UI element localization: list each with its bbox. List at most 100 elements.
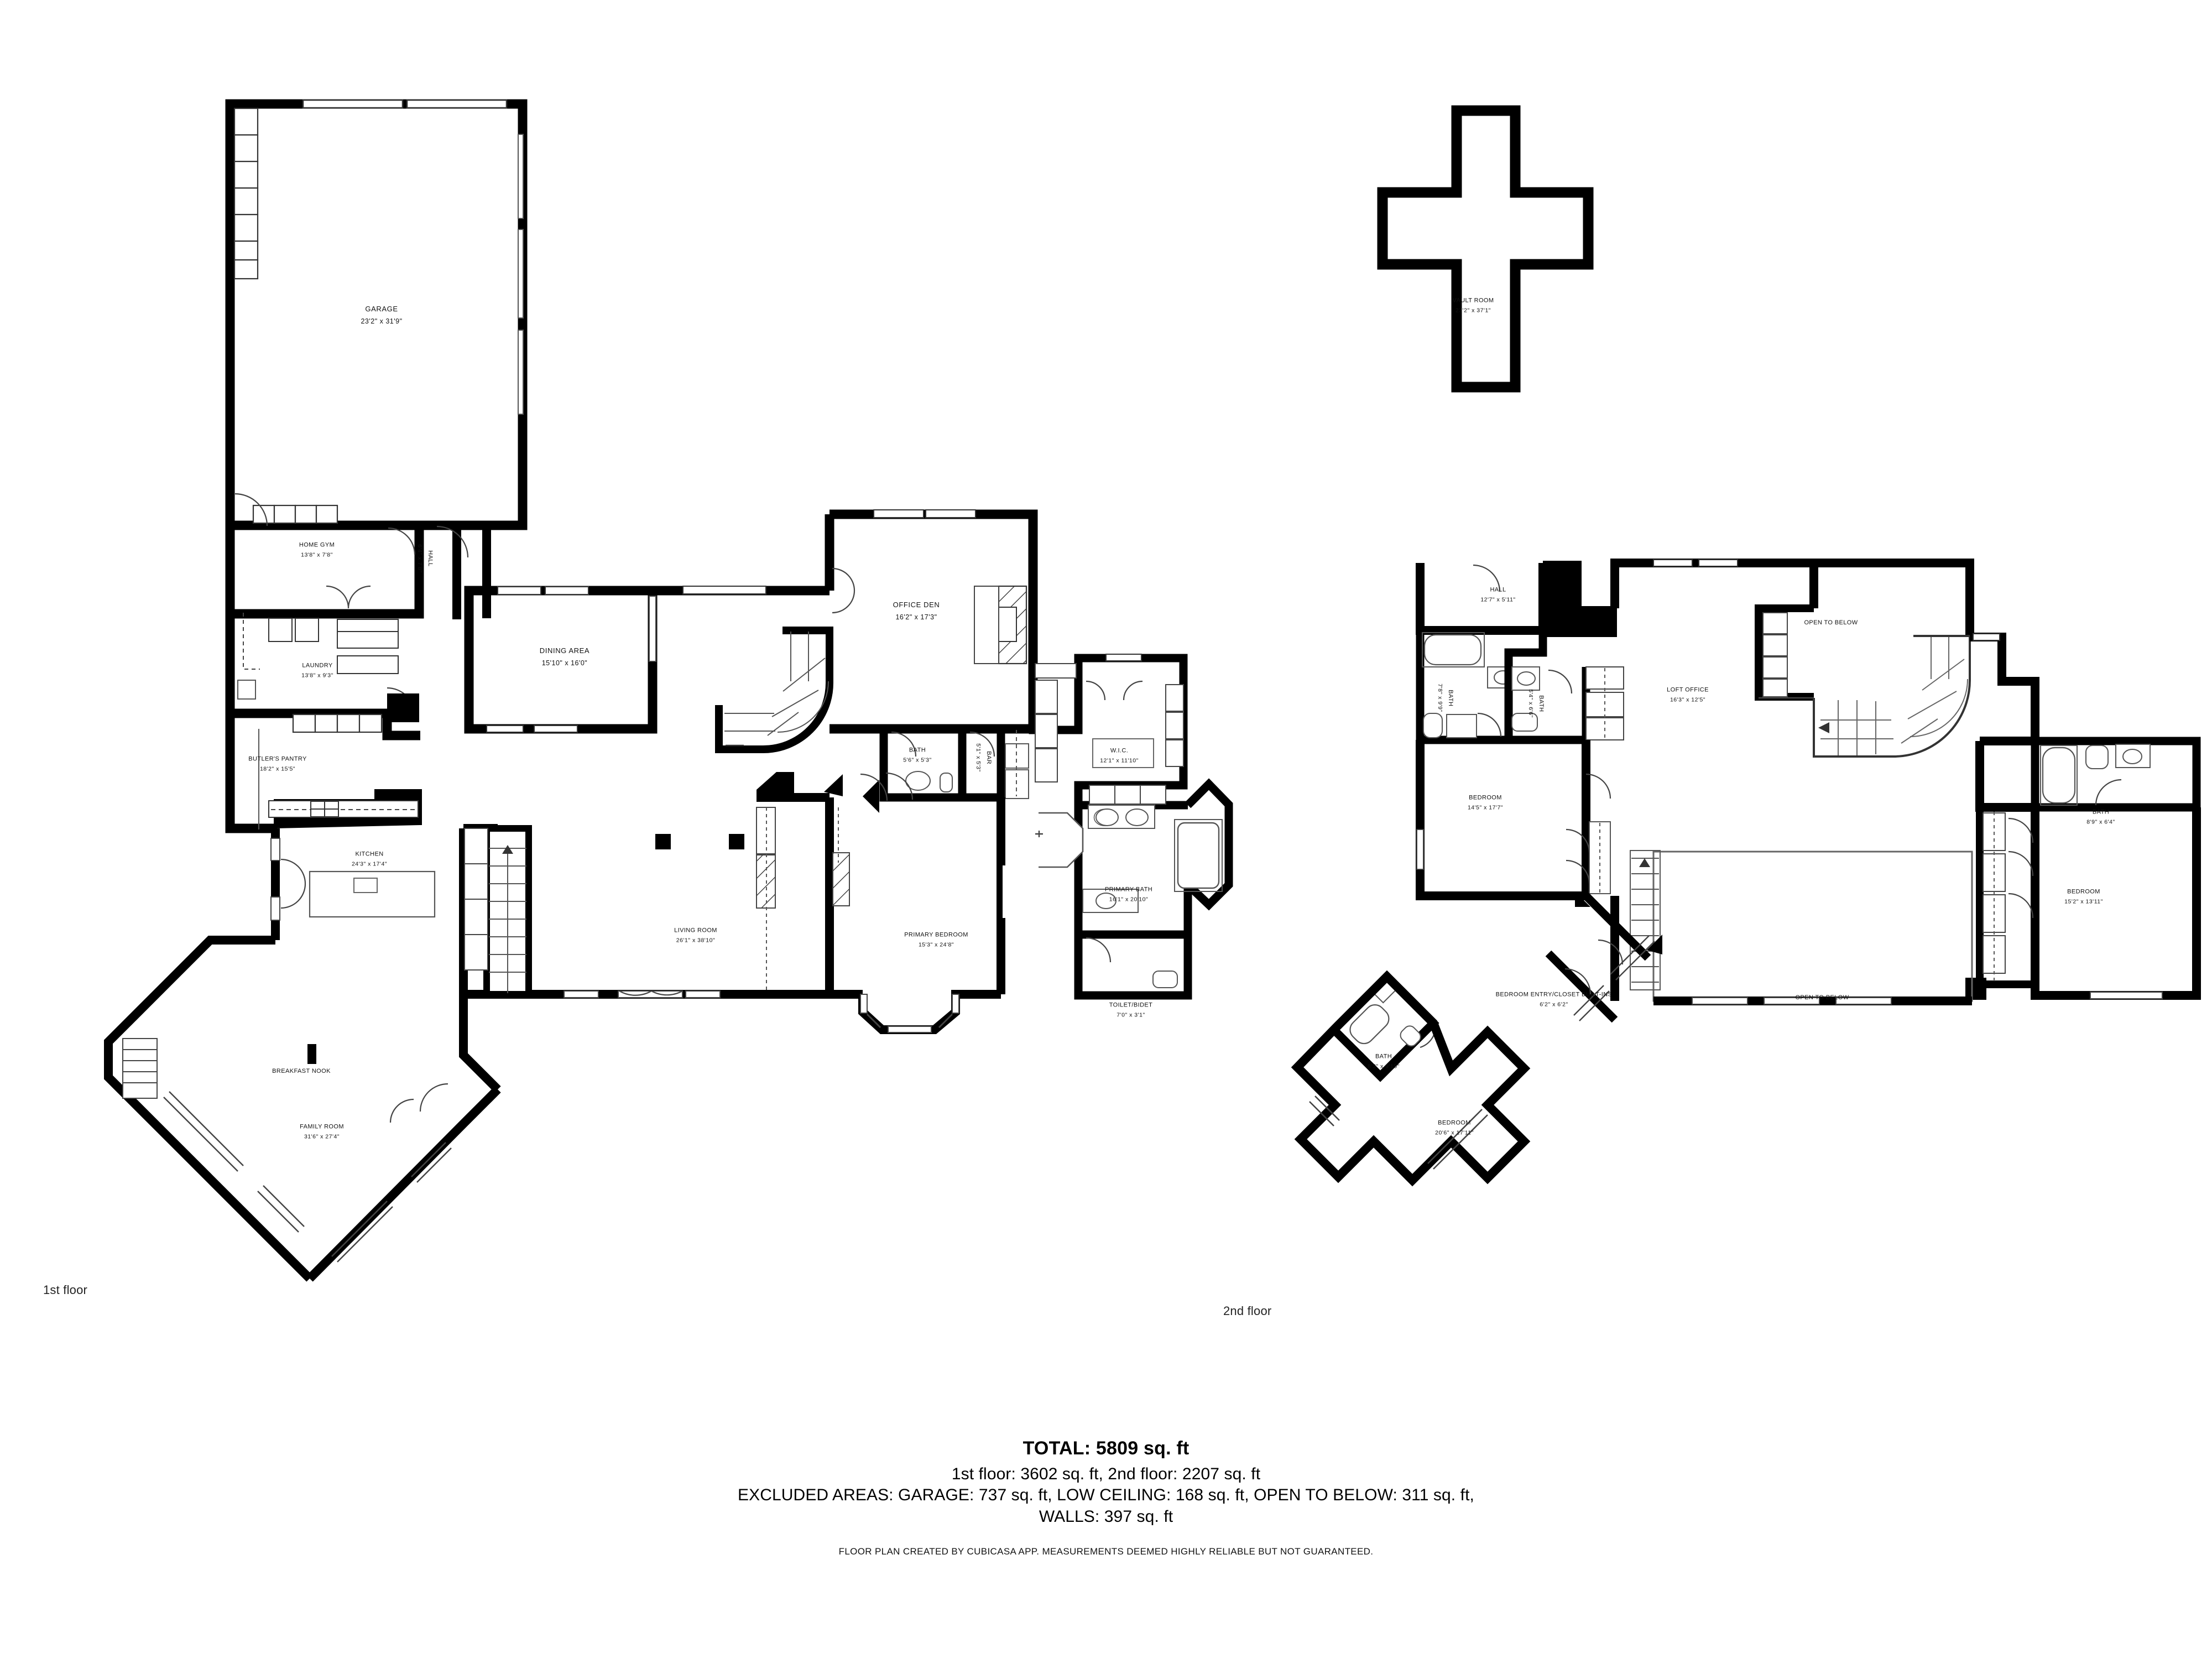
dryer <box>295 618 319 642</box>
toilet <box>1400 1025 1421 1047</box>
garage-bench <box>252 504 338 524</box>
wall-nib <box>1575 891 1590 907</box>
bath-upper-mid <box>1504 653 1624 744</box>
living-shelving <box>464 828 488 971</box>
floor-tag-1: 1st floor <box>43 1283 88 1297</box>
stair-treads <box>1820 637 1968 755</box>
column <box>655 834 671 849</box>
kitchen-window <box>270 896 280 921</box>
garage-window <box>518 330 524 415</box>
garage-window <box>518 229 524 319</box>
window <box>1416 829 1424 870</box>
vault-room <box>1377 105 1594 393</box>
double-door-swing <box>619 990 683 996</box>
laundry-counter <box>337 619 399 632</box>
wic-island <box>1092 738 1154 768</box>
tub-deck <box>1174 819 1223 892</box>
stair-treads <box>724 632 829 736</box>
window <box>1764 997 1820 1005</box>
door-swing <box>419 1083 448 1112</box>
window <box>682 586 766 594</box>
wall-nib <box>824 774 843 796</box>
toilet <box>2085 745 2109 769</box>
washer <box>268 618 293 642</box>
sink <box>2122 749 2142 764</box>
door-swing <box>1548 669 1573 694</box>
center-bath-bar <box>863 729 1029 813</box>
entry-wall <box>1583 893 1651 961</box>
door-swing <box>1564 968 1592 995</box>
first-floor-plan <box>104 99 1233 1282</box>
entry-wall <box>1545 950 1618 1023</box>
window <box>2090 992 2163 999</box>
cooktop <box>310 801 339 817</box>
door-swing <box>2008 893 2034 919</box>
firebox <box>998 607 1017 642</box>
door-swing <box>1086 937 1112 963</box>
door-swing <box>389 1098 414 1123</box>
second-floor-plan <box>1291 105 2201 1187</box>
bath-sink <box>905 771 931 791</box>
loft-office-room <box>1610 559 2039 758</box>
bathtub <box>1177 822 1220 889</box>
total-area: TOTAL: 5809 sq. ft <box>1022 1438 1190 1459</box>
vanity-sink <box>1095 808 1119 826</box>
dining-opening <box>534 725 578 733</box>
floor-breakdown: 1st floor: 3602 sq. ft, 2nd floor: 2207 … <box>951 1465 1261 1483</box>
bathtub <box>2042 747 2076 804</box>
vanity-sink <box>1125 808 1149 826</box>
wall-nib <box>863 780 879 813</box>
hall-wall-block <box>1543 561 1617 637</box>
secondary-staircase <box>483 825 532 998</box>
pantry-cabinets <box>292 713 383 733</box>
window <box>1653 559 1693 567</box>
window <box>1973 633 2000 641</box>
door-swing <box>1477 712 1502 737</box>
dining-window <box>497 586 541 595</box>
toilet-fixture <box>1152 971 1178 988</box>
wall-nib <box>1965 978 1986 1000</box>
window <box>866 1013 881 1029</box>
window <box>860 994 868 1014</box>
laundry-sink <box>237 680 256 700</box>
wic-shelving <box>1035 663 1184 805</box>
door-swing <box>234 493 268 526</box>
window <box>952 994 959 1014</box>
tub-deck <box>2040 745 2078 806</box>
window <box>888 1026 932 1033</box>
stair-up-arrow <box>1639 858 1650 867</box>
garage-room <box>225 99 528 530</box>
wall-nib <box>757 772 794 796</box>
bath-sink <box>1095 893 1117 909</box>
column <box>729 834 744 849</box>
bedroom-entry-closet <box>1545 893 1662 1023</box>
toilet-bidet-room <box>1074 935 1192 1000</box>
garage-cabinets <box>233 107 259 280</box>
office-den-room <box>830 509 1038 734</box>
dining-wall <box>464 586 658 734</box>
area-summary: TOTAL: 5809 sq. ft 1st floor: 3602 sq. f… <box>0 1438 2212 1557</box>
window <box>1835 997 1892 1005</box>
stair-wall <box>715 627 833 753</box>
vault-room-wall <box>1377 105 1594 393</box>
primary-bath-wall <box>1074 805 1192 939</box>
loft-shelving <box>1762 612 1788 697</box>
window <box>1698 559 1738 567</box>
door-swing <box>860 773 888 801</box>
primary-bath-room <box>1035 778 1233 939</box>
family-room-wall <box>306 1086 501 1282</box>
wall-nib <box>1647 935 1662 954</box>
bar-wall <box>958 729 1005 802</box>
kitchen-room <box>268 789 436 940</box>
disclaimer: FLOOR PLAN CREATED BY CUBICASA APP. MEAS… <box>838 1546 1374 1557</box>
door-swing <box>436 525 469 558</box>
window <box>1692 997 1748 1005</box>
toilet-wall <box>1074 935 1192 1000</box>
bedroom-windows <box>1309 1095 1488 1170</box>
toilet <box>940 773 953 792</box>
bathtub <box>1349 1004 1390 1045</box>
wic-window <box>1105 654 1142 661</box>
laundry-counter <box>337 655 399 674</box>
